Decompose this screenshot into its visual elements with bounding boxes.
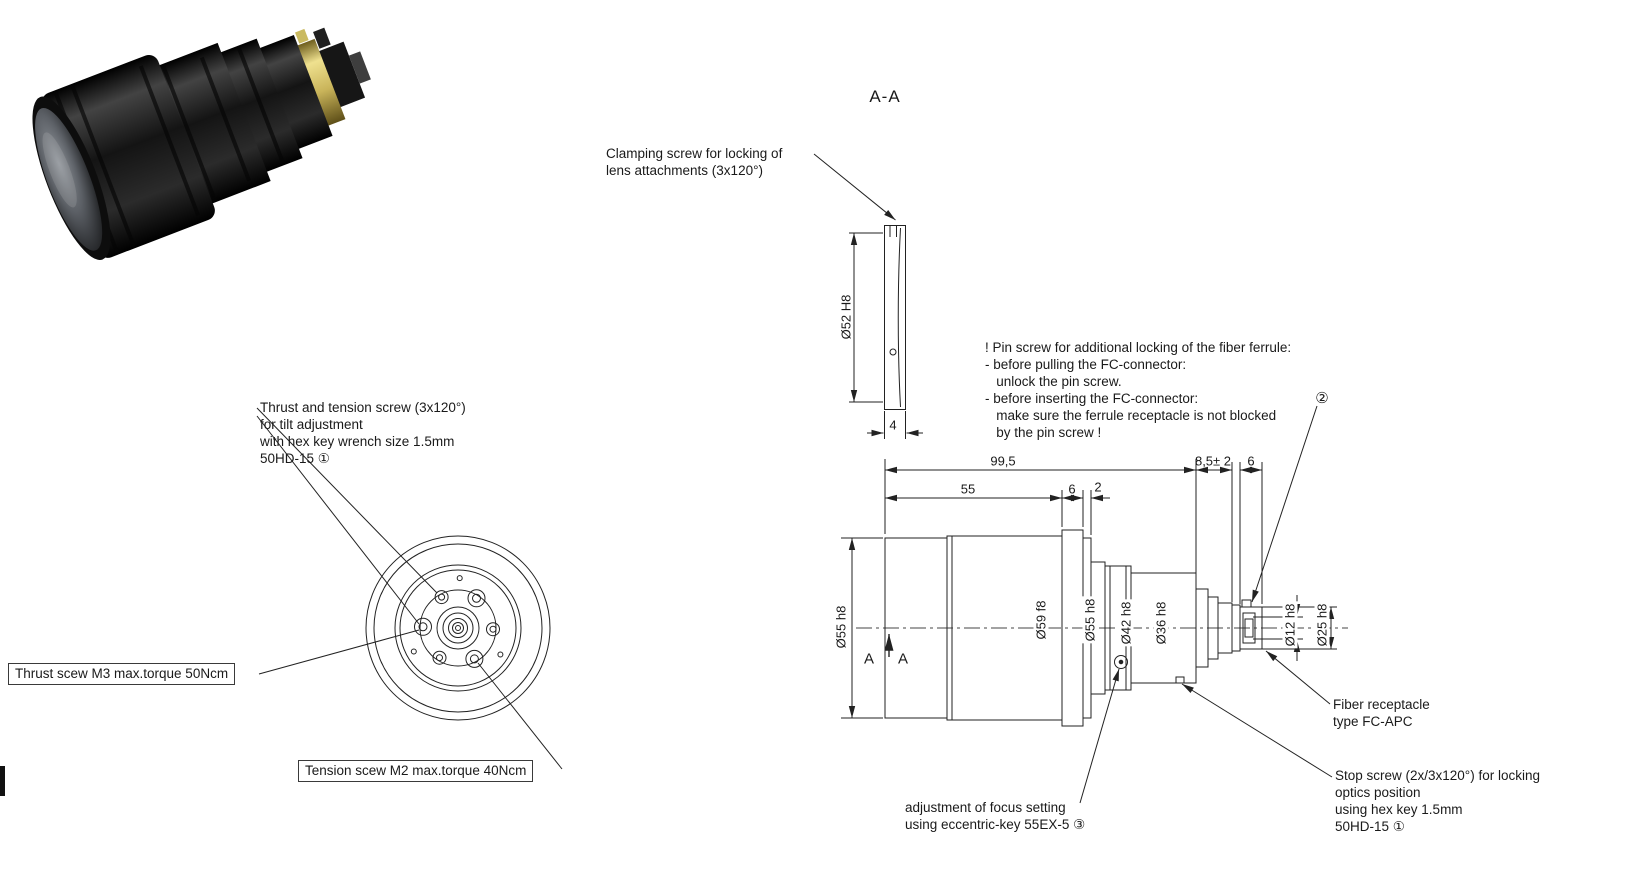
thrust-tension-leader-1 [256,407,438,594]
callout-thrust-tension-screw: Thrust and tension screw (3x120°) for ti… [260,400,466,466]
section-title: A-A [869,87,901,106]
dim-ring-dia: Ø52 H8 [838,292,854,342]
dim-dia-rear: Ø55 h8 [1082,596,1098,644]
dim-ring-width: 6 [1068,481,1076,497]
section-mark-a-left: A [863,650,875,668]
callout-fiber-receptacle: Fiber receptacle type FC-APC [1333,697,1430,729]
dim-dia-connector: Ø25 h8 [1314,601,1330,649]
dim-dia-flange: Ø42 h8 [1118,599,1134,647]
dim-front-length: 55 [960,481,976,497]
callout-focus-adjustment: adjustment of focus setting using eccent… [905,800,1086,832]
pin-screw [1241,599,1252,608]
section-mark-a-right: A [897,650,909,668]
edge-artifact [0,766,5,796]
tension-screws [432,590,500,665]
tension-box-leader [477,662,563,770]
fiber-receptacle-leader [1265,650,1331,705]
product-photo [32,27,371,260]
stop-screw-detail [1175,676,1185,684]
thrust-box-leader [258,629,420,675]
clamping-leader-line [813,153,896,221]
ring-section-view [813,153,923,439]
ferrule [1244,618,1254,638]
dim-dia-ferrule: Ø12 h8 [1282,601,1298,649]
callout-pin-screw-note: ! Pin screw for additional locking of th… [985,340,1292,440]
ref2-leader [1251,405,1318,603]
tension-screw-label-box: Tension scew M2 max.torque 40Ncm [298,760,534,782]
leader-lines [1079,405,1333,804]
dim-ring-thickness: 4 [887,417,899,433]
eccentric-key-hole [1114,655,1128,669]
dim-fiber-length: 8,5± 2 [1194,453,1232,469]
thrust-tension-leader-2 [256,415,420,625]
dim-dia-mid: Ø59 f8 [1033,598,1049,642]
front-view [256,407,563,770]
thrust-screws [414,589,486,668]
side-view [856,529,1348,727]
stop-screw-leader [1181,683,1333,778]
dim-dia-front: Ø55 h8 [833,603,849,651]
focus-leader [1079,668,1120,804]
dim-dia-nose: Ø36 h8 [1153,599,1169,647]
callout-stop-screw: Stop screw (2x/3x120°) for locking optic… [1335,768,1540,834]
dimension-lines [841,459,1337,719]
thrust-screw-label-box: Thrust scew M3 max.torque 50Ncm [8,663,236,685]
dim-connector-length: 6 [1247,453,1255,469]
dim-overall-length: 99,5 [990,453,1016,469]
callout-clamping-screw: Clamping screw for locking of lens attac… [606,146,783,178]
dim-spacer: 2 [1094,479,1102,495]
ref-number-2: ② [1315,390,1329,407]
